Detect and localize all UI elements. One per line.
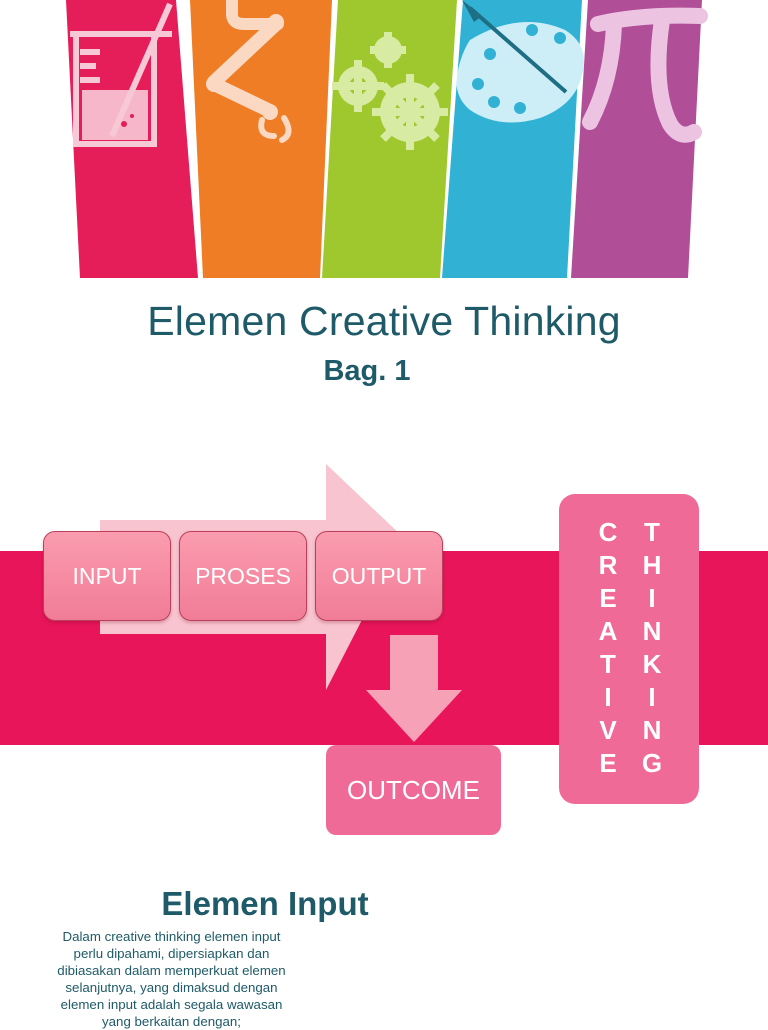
letter: H — [642, 550, 662, 580]
letter: R — [598, 550, 618, 580]
body-line: perlu dipahami, dipersiapkan dan — [73, 946, 270, 961]
page-title: Elemen Creative Thinking — [147, 298, 621, 344]
body-line: yang berkaitan dengan; — [102, 1014, 241, 1029]
pi-icon — [582, 7, 708, 143]
gears-icon — [332, 32, 448, 150]
node-proses: PROSES — [179, 531, 307, 621]
vertical-word-creative: C R E A T I V E — [588, 516, 628, 780]
letter: I — [648, 583, 656, 613]
down-arrow — [366, 635, 462, 742]
letter: K — [642, 649, 662, 679]
body-line: Dalam creative thinking elemen input — [62, 929, 281, 944]
node-input: INPUT — [43, 531, 171, 621]
letter: E — [599, 748, 617, 778]
letter: I — [648, 682, 656, 712]
node-output: OUTPUT — [315, 531, 443, 621]
section-heading: Elemen Input — [161, 885, 369, 922]
letter: A — [598, 616, 618, 646]
robot-arm-icon — [206, 0, 292, 143]
letter: N — [642, 616, 662, 646]
letter: V — [599, 715, 617, 745]
beaker-icon — [70, 2, 173, 147]
body-line: elemen input adalah segala wawasan — [60, 997, 283, 1012]
body-line: selanjutnya, yang dimaksud dengan — [65, 980, 278, 995]
creative-thinking-card — [559, 494, 699, 804]
letter: G — [641, 748, 663, 778]
banner-illustration — [66, 0, 708, 278]
node-outcome: OUTCOME — [326, 745, 501, 835]
body-line: dibiasakan dalam memperkuat elemen — [57, 963, 286, 978]
palette-icon — [456, 0, 584, 123]
letter: C — [598, 517, 618, 547]
letter: E — [599, 583, 617, 613]
letter: T — [644, 517, 660, 547]
section-body: Dalam creative thinking elemen input per… — [30, 928, 313, 1030]
letter: I — [604, 682, 612, 712]
page-subtitle: Bag. 1 — [323, 355, 411, 387]
letter: N — [642, 715, 662, 745]
vertical-word-thinking: T H I N K I N G — [632, 516, 672, 780]
letter: T — [600, 649, 616, 679]
